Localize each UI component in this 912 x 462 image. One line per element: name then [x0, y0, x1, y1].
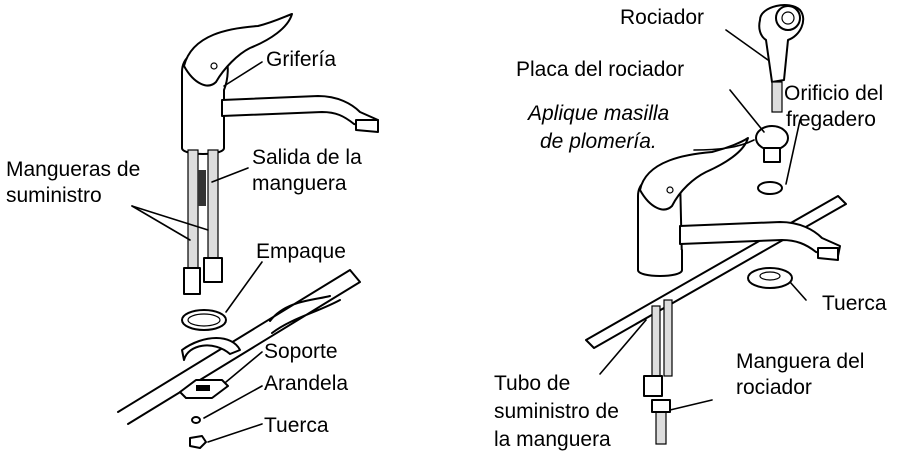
left-supply-hose-2: [207, 149, 219, 269]
sink-hole-ring: [757, 181, 783, 195]
leader-placa: [729, 89, 765, 133]
label-bracket: Soporte: [264, 340, 338, 363]
right-spout-aerator: [817, 247, 839, 261]
leader-griferia: [223, 61, 263, 87]
leader-soporte: [225, 351, 263, 383]
sprayer-plate-stem: [763, 147, 781, 163]
left-bracket-slot: [196, 385, 210, 391]
left-nut: [189, 435, 207, 449]
left-sink-hole-cutout: [181, 337, 241, 361]
left-countertop: [117, 269, 361, 425]
label-supply-tube-line1: Tubo de: [494, 372, 571, 395]
left-gasket-inner: [187, 313, 221, 327]
right-nut-inner: [759, 271, 781, 281]
right-supply-hose-2: [663, 299, 673, 377]
leader-salida: [211, 167, 249, 183]
sprayer-nozzle-inner: [781, 11, 795, 25]
leader-orificio: [785, 119, 801, 185]
right-faucet-base: [637, 249, 683, 277]
left-handle-screw: [210, 62, 218, 70]
left-hose-fitting-1: [183, 267, 201, 295]
right-faucet-spout: [679, 221, 841, 257]
right-handle-screw: [666, 186, 674, 194]
leader-tubo: [599, 319, 647, 375]
leader-masilla: [693, 139, 755, 151]
right-supply-hose-1: [651, 305, 661, 377]
sprayer-plate: [755, 125, 789, 151]
label-hose-outlet-line1: Salida de la: [252, 146, 362, 169]
label-hose-outlet-line2: manguera: [252, 172, 347, 195]
sprayer-nozzle: [775, 5, 801, 31]
leader-rociador: [725, 29, 769, 61]
label-nut-left: Tuerca: [264, 414, 329, 437]
label-sink-hole-line2: fregadero: [786, 108, 876, 131]
label-sprayer-hose-line2: rociador: [736, 376, 812, 399]
label-supply-hoses-line2: suministro: [6, 184, 102, 207]
right-assembly: [585, 4, 847, 445]
label-putty-line1: Aplique masilla: [528, 102, 670, 125]
left-hose-fitting-2: [203, 257, 223, 283]
right-countertop: [585, 195, 847, 349]
left-washer: [191, 416, 201, 424]
label-sprayer: Rociador: [620, 6, 705, 29]
label-gasket: Empaque: [256, 240, 346, 263]
left-assembly: [117, 13, 379, 449]
right-hose-fitting: [643, 375, 663, 397]
leader-mangueras-2: [131, 205, 209, 231]
left-supply-hose-1: [187, 149, 199, 269]
label-nut-right: Tuerca: [822, 292, 887, 315]
left-faucet-spout: [221, 95, 379, 129]
sprayer-hose-fitting: [651, 399, 671, 413]
right-nut: [747, 267, 793, 289]
label-sprayer-plate: Placa del rociador: [516, 58, 685, 81]
label-washer: Arandela: [264, 372, 349, 395]
leader-tuerca-right: [789, 281, 807, 301]
left-hose-outlet: [198, 170, 206, 206]
leader-mangueras-1: [131, 205, 191, 241]
leader-empaque: [225, 261, 263, 313]
left-spout-aerator: [355, 119, 379, 133]
label-sink-hole-line1: Orificio del: [784, 82, 884, 105]
label-faucet: Grifería: [266, 48, 337, 71]
left-gasket: [181, 309, 227, 331]
leader-arandela: [203, 385, 263, 419]
label-putty-line2: de plomería.: [540, 130, 657, 153]
label-sprayer-hose-line1: Manguera del: [736, 350, 865, 373]
leader-tuerca-left: [207, 423, 263, 443]
left-faucet-base: [181, 125, 225, 155]
label-supply-tube-line3: la manguera: [494, 428, 611, 451]
leader-manguera-rociador: [669, 399, 713, 411]
sprayer-hose-top: [771, 81, 783, 113]
label-supply-hoses-line1: Mangueras de: [6, 158, 141, 181]
label-supply-tube-line2: suministro de: [494, 400, 619, 423]
